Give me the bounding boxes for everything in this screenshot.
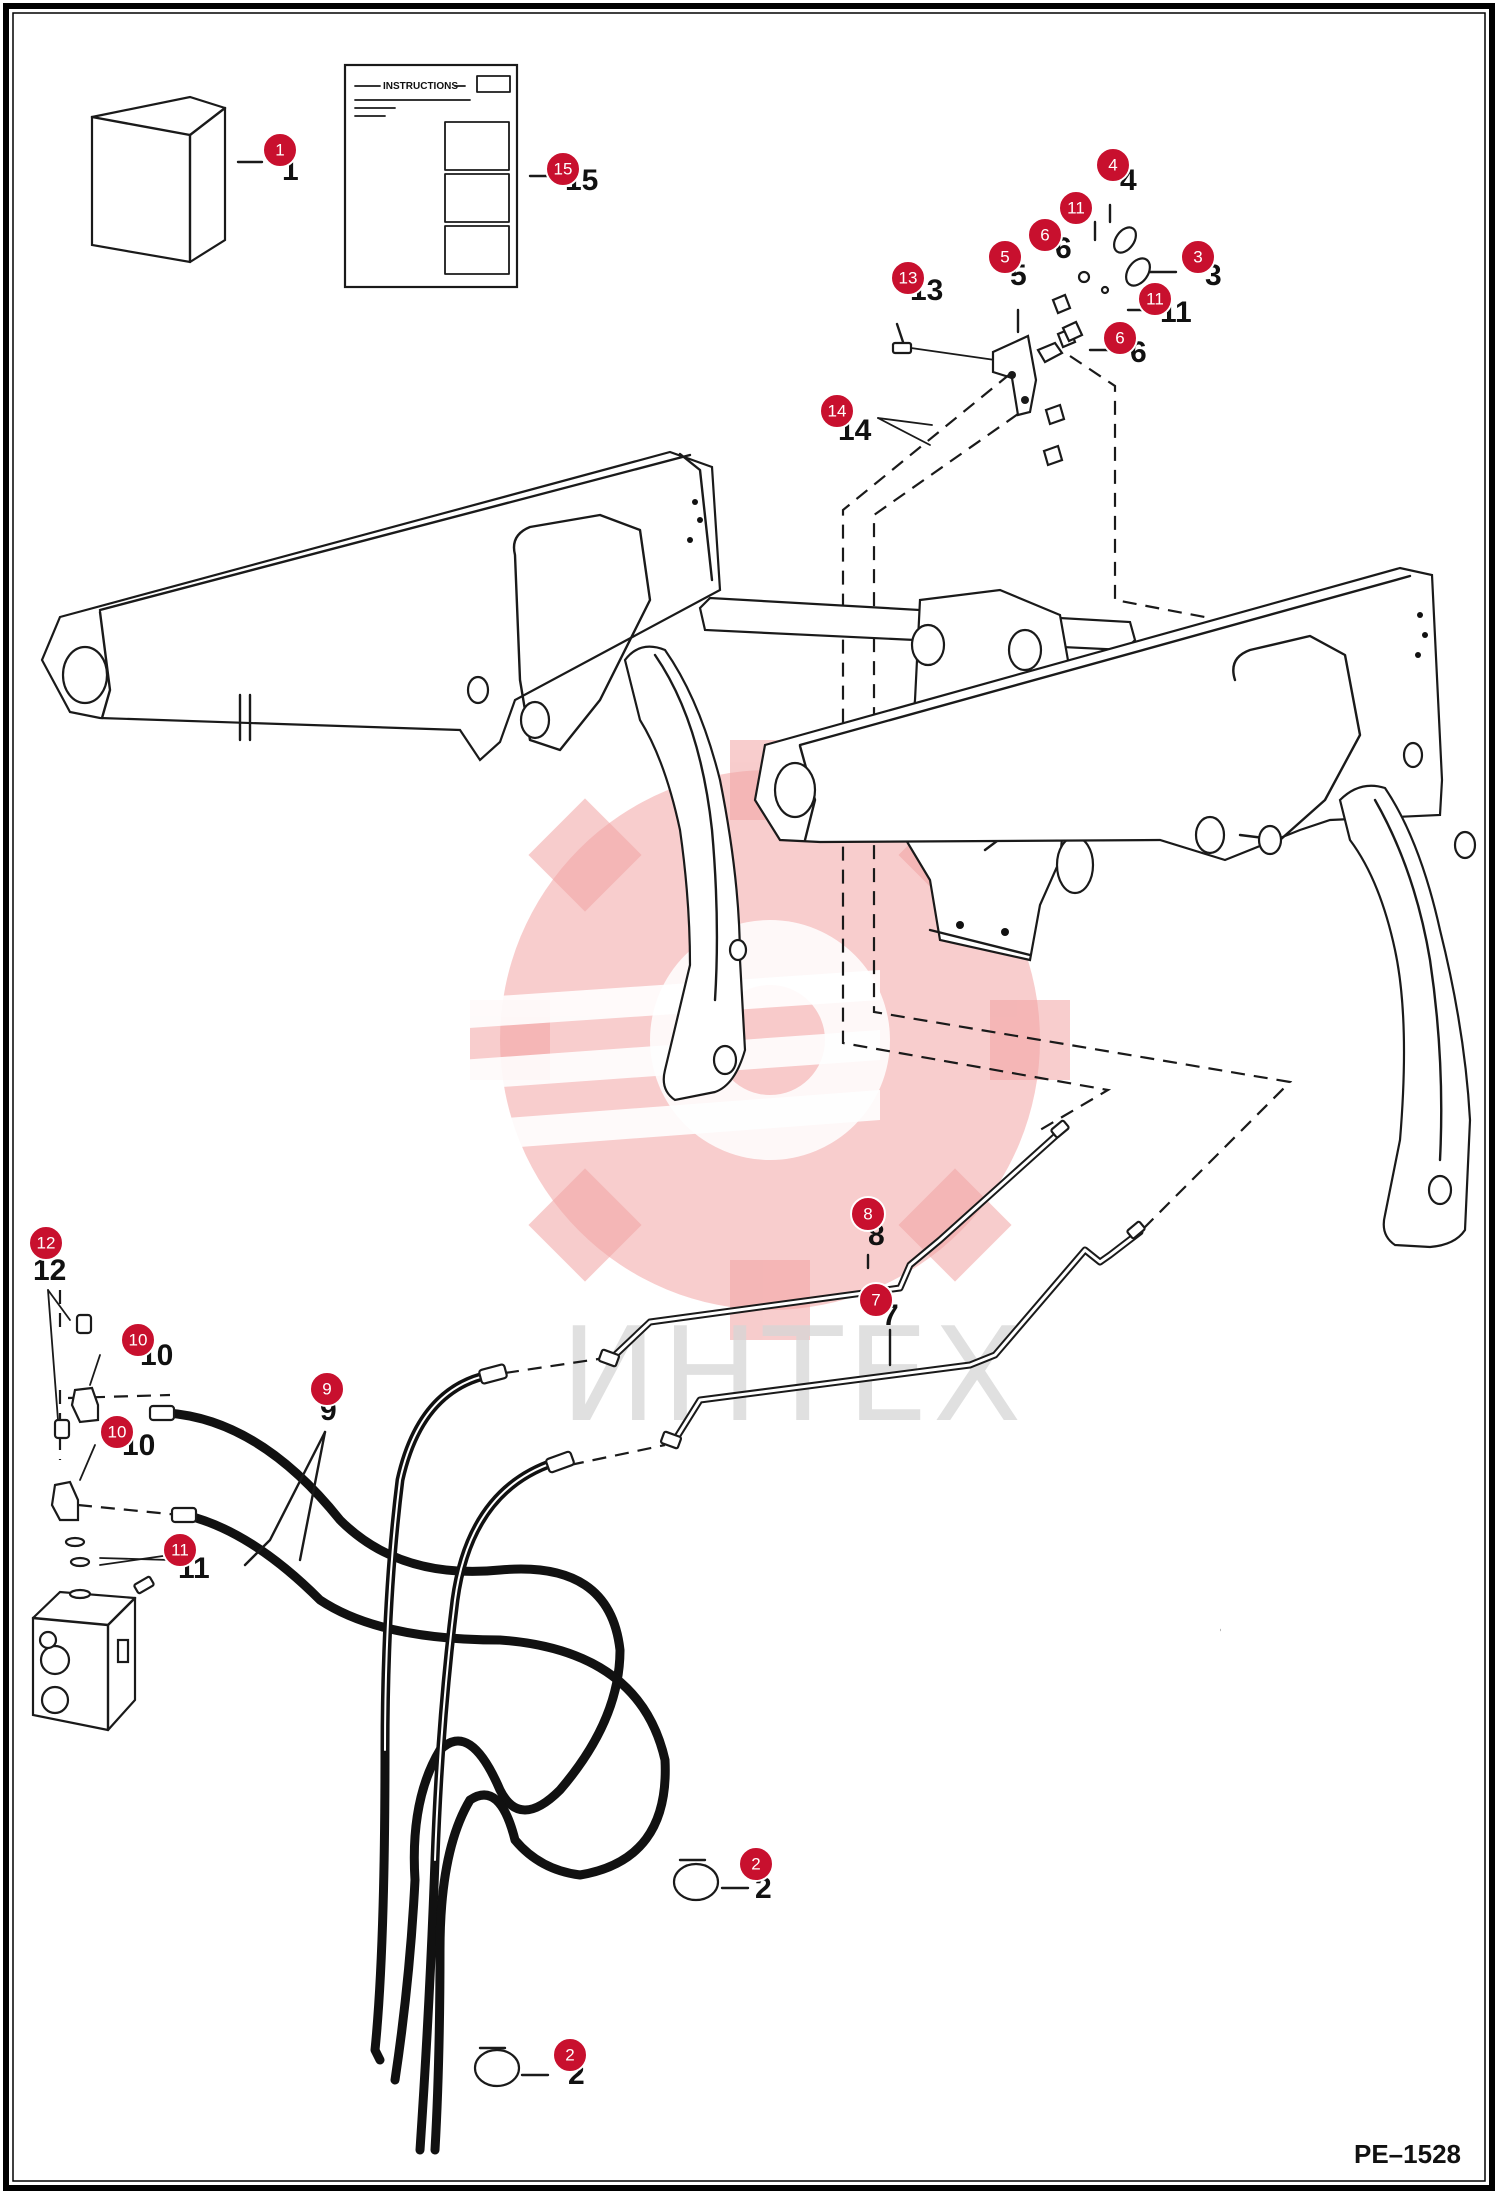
callout-15: 15 <box>545 151 581 187</box>
callout-6: 6 <box>1027 217 1063 253</box>
svg-text:13: 13 <box>899 269 918 288</box>
svg-text:12: 12 <box>37 1234 56 1253</box>
watermark-text: ИНТЕХ <box>560 1299 1026 1451</box>
hydraulic-hoses <box>148 1363 670 2155</box>
right-lower-arm <box>1338 784 1477 1249</box>
callout-2: 2 <box>738 1846 774 1882</box>
instructions-sheet-title: INSTRUCTIONS <box>383 81 458 92</box>
callout-6b: 6 <box>1102 320 1138 356</box>
callout-13: 13 <box>890 260 926 296</box>
callout-10: 10 <box>120 1322 156 1358</box>
svg-text:8: 8 <box>863 1205 872 1224</box>
parts-box-icon <box>90 95 227 264</box>
svg-text:7: 7 <box>871 1291 880 1310</box>
svg-text:3: 3 <box>1193 248 1202 267</box>
svg-text:6: 6 <box>1040 226 1049 245</box>
svg-text:2: 2 <box>751 1855 760 1874</box>
left-loader-arm <box>40 450 722 762</box>
svg-text:6: 6 <box>1115 329 1124 348</box>
page-border <box>3 3 1495 2191</box>
callout-2b: 2 <box>552 2037 588 2073</box>
left-lower-arm <box>623 645 748 1102</box>
callout-12: 12 <box>28 1225 64 1261</box>
callout-11b: 11 <box>1137 281 1173 317</box>
svg-text:11: 11 <box>1067 199 1085 218</box>
callout-5: 5 <box>987 239 1023 275</box>
pivot-block-assembly <box>891 226 1151 467</box>
svg-text:10: 10 <box>108 1423 127 1442</box>
callout-11: 11 <box>1058 190 1094 226</box>
callout-8: 8 <box>850 1196 886 1232</box>
svg-text:15: 15 <box>554 160 573 179</box>
callout-4: 4 <box>1095 147 1131 183</box>
svg-text:10: 10 <box>129 1331 148 1350</box>
svg-text:5: 5 <box>1000 248 1009 267</box>
instructions-sheet-icon: INSTRUCTIONS <box>343 63 519 289</box>
hose-clamp-upper <box>672 1858 750 1902</box>
callout-14: 14 <box>819 393 855 429</box>
callout-9: 9 <box>309 1371 345 1407</box>
svg-text:4: 4 <box>1108 156 1117 175</box>
steel-tubelines <box>597 1119 1146 1450</box>
svg-text:11: 11 <box>171 1541 189 1560</box>
figure-code: PE–1528 <box>1354 2139 1461 2169</box>
right-loader-arm <box>753 566 1444 862</box>
svg-text:9: 9 <box>322 1380 331 1399</box>
callout-10b: 10 <box>99 1414 135 1450</box>
assembly-dashed-lines <box>58 355 1293 1517</box>
svg-text:11: 11 <box>1146 290 1164 309</box>
callout-3: 3 <box>1180 239 1216 275</box>
valve-block-assembly <box>31 1289 171 1732</box>
callout-7: 7 <box>858 1282 894 1318</box>
callout-11c: 11 <box>162 1532 198 1568</box>
svg-text:14: 14 <box>828 402 847 421</box>
callout-1: 1 <box>262 132 298 168</box>
svg-text:1: 1 <box>275 141 284 160</box>
hose-clamp-lower <box>473 2046 550 2088</box>
svg-text:2: 2 <box>565 2046 574 2065</box>
